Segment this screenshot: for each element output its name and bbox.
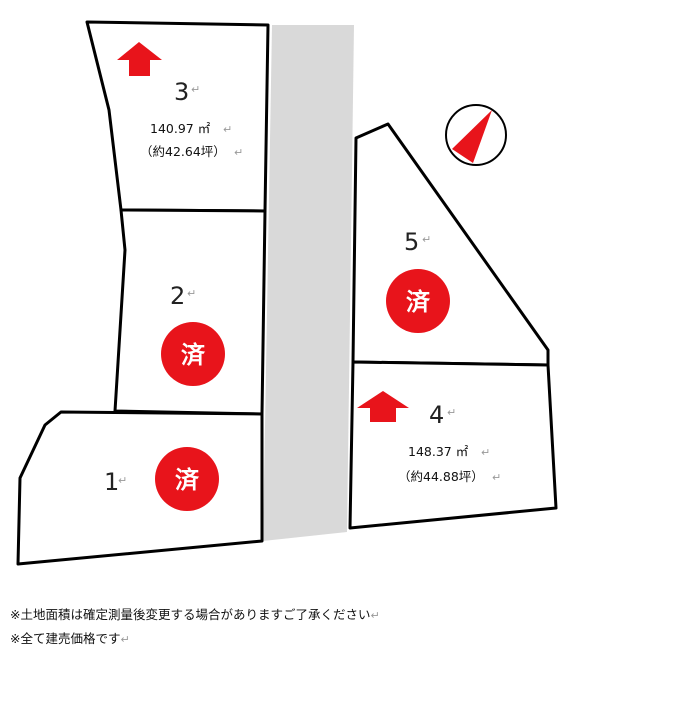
return-mark: ↵ [492,471,501,484]
entry-arrow-icon [357,391,409,422]
sold-badge: 済 [161,322,225,386]
lot-4-area-sqm: 148.37 ㎡ [408,444,469,459]
sold-badge: 済 [386,269,450,333]
lot-3-number: 3 [174,78,189,106]
lot-3-area-tsubo: （約42.64坪） [140,144,226,159]
return-mark: ↵ [118,474,127,487]
lot-5-number: 5 [404,228,419,256]
note-text: ※全て建売価格です [10,631,121,646]
road [263,25,354,541]
notes: ※土地面積は確定測量後変更する場合がありますご了承ください↵ ※全て建売価格です… [10,603,380,651]
site-plan: 3 ↵ 140.97 ㎡ ↵ （約42.64坪） ↵ 2 ↵ 済 1 ↵ 済 5… [16,20,558,566]
lot-4[interactable]: 4 ↵ 148.37 ㎡ ↵ （約44.88坪） ↵ [348,360,558,530]
lot-4-area-tsubo: （約44.88坪） [398,469,484,484]
lot-5-boundary [351,122,550,367]
sold-badge-label: 済 [175,466,200,494]
return-mark: ↵ [370,609,380,622]
return-mark: ↵ [422,233,431,246]
return-mark: ↵ [481,446,490,459]
lot-1[interactable]: 1 ↵ 済 [16,410,264,566]
entry-arrow-icon [117,42,162,76]
note-line: ※全て建売価格です↵ [10,627,380,651]
lot-3[interactable]: 3 ↵ 140.97 ㎡ ↵ （約42.64坪） ↵ [85,20,270,213]
return-mark: ↵ [447,406,456,419]
return-mark: ↵ [223,123,232,136]
lot-2-number: 2 [170,282,185,310]
lot-1-boundary [16,410,264,566]
lot-3-area-sqm: 140.97 ㎡ [150,121,211,136]
return-mark: ↵ [120,633,130,646]
lot-1-number: 1 [104,468,119,496]
sold-badge: 済 [155,447,219,511]
note-line: ※土地面積は確定測量後変更する場合がありますご了承ください↵ [10,603,380,627]
return-mark: ↵ [191,83,200,96]
lot-5[interactable]: 5 ↵ 済 [351,122,550,367]
return-mark: ↵ [187,287,196,300]
north-compass-icon [445,104,507,166]
lot-2[interactable]: 2 ↵ 済 [113,208,267,416]
sold-badge-label: 済 [181,341,206,369]
lot-4-number: 4 [429,401,444,429]
return-mark: ↵ [234,146,243,159]
note-text: ※土地面積は確定測量後変更する場合がありますご了承ください [10,607,371,622]
sold-badge-label: 済 [406,288,431,316]
lot-3-boundary [85,20,270,213]
